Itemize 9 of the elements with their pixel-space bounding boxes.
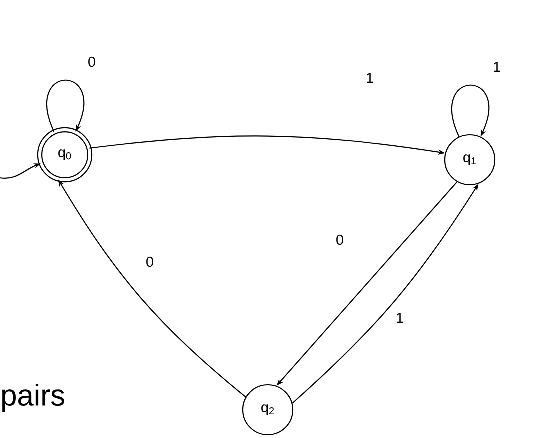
edge-label: 1 (367, 73, 374, 83)
edge-label: 0 (88, 56, 96, 68)
arrow (452, 84, 490, 138)
edge-label: 1 (494, 62, 500, 72)
edge-label: 0 (146, 256, 154, 268)
caption-text: pairs (2, 384, 64, 412)
arrow (46, 80, 85, 132)
edge-label: 0 (336, 234, 344, 246)
edge-label: 1 (397, 313, 404, 323)
